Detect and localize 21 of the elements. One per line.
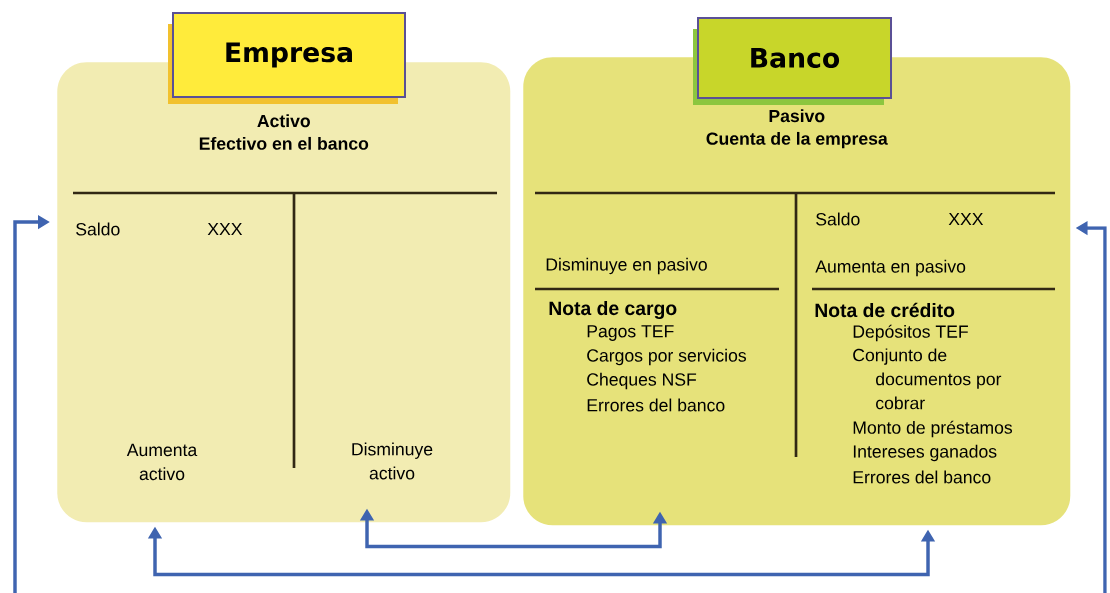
account-label: Errores del banco (587, 398, 725, 412)
account-label: Disminuye en pasivo (546, 257, 707, 275)
account-label: Nota de crédito (815, 302, 955, 318)
account-label: Intereses ganados (853, 444, 997, 462)
account-label: Nota de cargo (549, 300, 677, 320)
account-label: Disminuye activo (352, 442, 433, 480)
account-label: Aumenta activo (126, 443, 198, 481)
account-label: Pagos TEF (587, 325, 674, 341)
account-label: Errores del banco (853, 470, 991, 484)
account-label: Aumenta en pasivo (815, 259, 966, 277)
title-tab: Empresa (168, 12, 406, 104)
account-label: XXX (948, 212, 984, 226)
account-label: XXX (207, 222, 243, 236)
title-tab: Banco (693, 17, 892, 105)
account-label: Saldo (816, 212, 860, 226)
account-label: Depósitos TEF (853, 324, 968, 342)
account-label: Cheques NSF (587, 372, 697, 390)
account-label: Cargos por servicios (587, 348, 746, 366)
account-label: Monto de préstamos (853, 420, 1013, 438)
account-label: Saldo (76, 222, 120, 236)
account-label: Conjunto de documentos por cobrar (853, 348, 1002, 410)
